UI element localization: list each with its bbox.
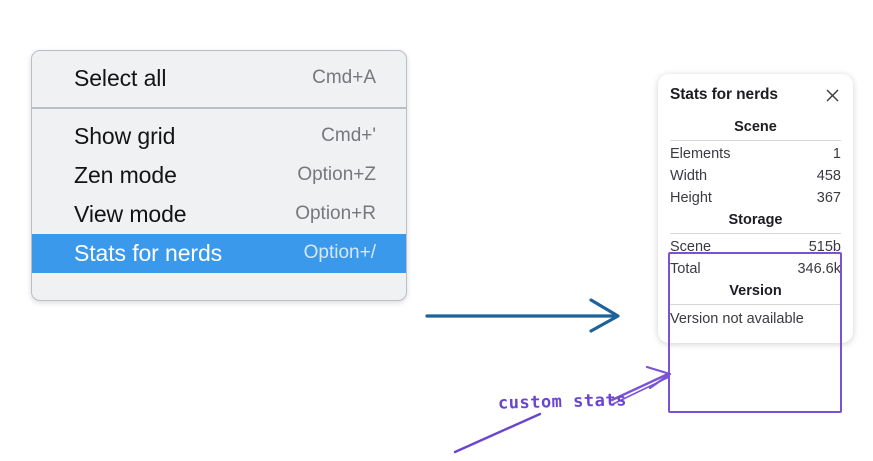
section-title-version: Version xyxy=(729,283,782,299)
menu-group-1: Select all Cmd+A xyxy=(32,51,406,107)
menu-item-select-all[interactable]: Select all Cmd+A xyxy=(32,59,406,98)
stat-key: Total xyxy=(670,261,701,277)
stat-key: Height xyxy=(670,190,712,206)
stat-key: Elements xyxy=(670,146,731,162)
menu-item-show-grid[interactable]: Show grid Cmd+' xyxy=(32,117,406,156)
stat-value: 1 xyxy=(832,146,841,162)
menu-footer-strip xyxy=(32,282,406,300)
stat-row-elements: Elements 1 xyxy=(670,143,841,165)
menu-item-stats-for-nerds[interactable]: Stats for nerds Option+/ xyxy=(32,234,406,273)
stat-row-storage-total: Total 346.6k xyxy=(670,258,841,280)
panel-header: Stats for nerds xyxy=(670,86,841,104)
stat-value: 458 xyxy=(816,168,841,184)
stat-row-storage-scene: Scene 515b xyxy=(670,236,841,258)
panel-title: Stats for nerds xyxy=(670,86,778,103)
menu-item-label: Select all xyxy=(74,64,167,91)
section-title-storage: Storage xyxy=(728,212,783,228)
stat-value: 346.6k xyxy=(797,261,841,277)
section-title-scene: Scene xyxy=(734,119,777,135)
context-menu[interactable]: Select all Cmd+A Show grid Cmd+' Zen mod… xyxy=(31,50,407,301)
close-icon[interactable] xyxy=(824,87,841,104)
stat-row-height: Height 367 xyxy=(670,187,841,209)
section-rule xyxy=(670,304,841,305)
menu-item-label: Zen mode xyxy=(74,161,177,188)
menu-item-shortcut: Cmd+' xyxy=(321,125,376,146)
stat-value: 367 xyxy=(816,190,841,206)
stat-value: 515b xyxy=(808,239,841,255)
section-rule xyxy=(670,233,841,234)
stat-key: Width xyxy=(670,168,708,184)
section-rule xyxy=(670,140,841,141)
menu-item-shortcut: Cmd+A xyxy=(312,67,376,88)
menu-item-label: Show grid xyxy=(74,122,176,149)
menu-item-zen-mode[interactable]: Zen mode Option+Z xyxy=(32,156,406,195)
version-note: Version not available xyxy=(670,311,804,327)
purple-underline-stroke xyxy=(453,412,542,454)
custom-stats-annotation-label: custom stats xyxy=(497,390,628,414)
menu-item-label: Stats for nerds xyxy=(74,239,223,266)
stat-row-width: Width 458 xyxy=(670,165,841,187)
stat-key: Scene xyxy=(670,239,712,255)
menu-item-shortcut: Option+Z xyxy=(297,164,376,185)
menu-group-2: Show grid Cmd+' Zen mode Option+Z View m… xyxy=(32,107,406,282)
menu-item-shortcut: Option+R xyxy=(295,203,376,224)
menu-item-label: View mode xyxy=(74,200,187,227)
blue-arrow-icon xyxy=(425,298,620,333)
stats-for-nerds-panel: Stats for nerds Scene Elements 1 Width 4… xyxy=(658,74,853,343)
menu-item-shortcut: Option+/ xyxy=(303,242,376,263)
menu-item-view-mode[interactable]: View mode Option+R xyxy=(32,195,406,234)
